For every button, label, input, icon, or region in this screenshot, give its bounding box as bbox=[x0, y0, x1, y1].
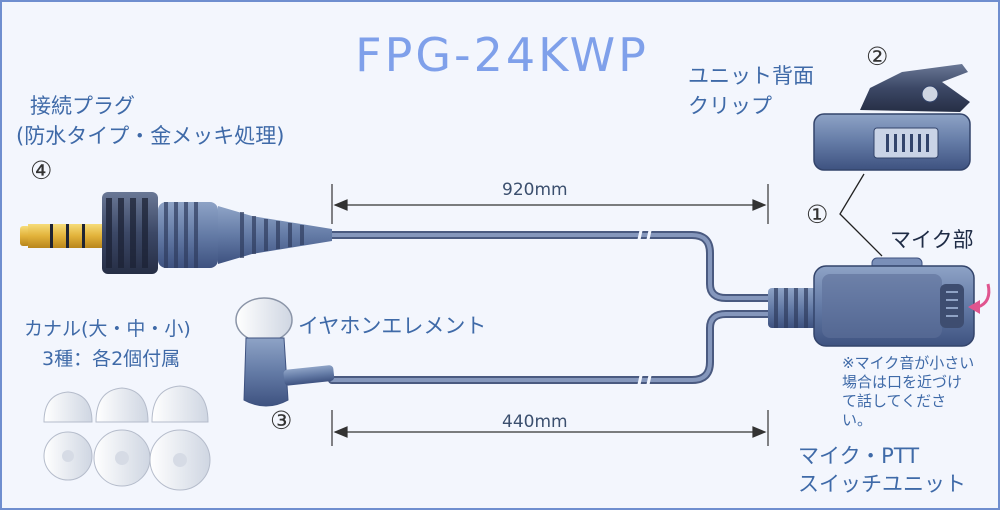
plug-connector bbox=[20, 192, 332, 274]
plug-label-line2: (防水タイプ・金メッキ処理) bbox=[16, 124, 285, 148]
unit-label-line1: マイク・PTT bbox=[798, 444, 920, 468]
clip-label-line2: クリップ bbox=[688, 94, 772, 118]
callout-1: ① bbox=[806, 200, 829, 229]
cable-upper-fill bbox=[330, 233, 774, 300]
tips-label-line2: 3種：各2個付属 bbox=[42, 348, 181, 370]
tips-label-line1: カナル(大・中・小) bbox=[24, 318, 191, 340]
mic-part-label: マイク部 bbox=[890, 228, 974, 252]
earphone-label: イヤホンエレメント bbox=[298, 314, 487, 338]
plug-label-line1: 接続プラグ bbox=[30, 94, 135, 118]
leader-line-1 bbox=[839, 173, 883, 257]
mic-note: ※マイク音が小さい場合は口を近づけて話してください。 bbox=[842, 354, 975, 429]
dimension-lines bbox=[331, 184, 769, 446]
ear-tips bbox=[43, 385, 211, 491]
mic-arrow-icon bbox=[968, 283, 991, 314]
cable-lower-fill bbox=[330, 312, 774, 382]
product-title: FPG-24KWP bbox=[355, 28, 649, 82]
clip-unit bbox=[813, 64, 971, 171]
cable-upper bbox=[328, 231, 776, 302]
callout-4: ④ bbox=[30, 156, 53, 185]
clip-label-line1: ユニット背面 bbox=[688, 64, 814, 88]
mic-ptt-unit bbox=[768, 257, 975, 347]
callout-3: ③ bbox=[270, 406, 293, 435]
dimension-lower: 440mm bbox=[502, 412, 568, 432]
earphone-element bbox=[235, 297, 335, 407]
cable-break-mark bbox=[636, 225, 653, 390]
callout-2: ② bbox=[866, 42, 889, 71]
dimension-upper: 920mm bbox=[502, 180, 568, 200]
unit-label-line2: スイッチユニット bbox=[798, 472, 966, 496]
